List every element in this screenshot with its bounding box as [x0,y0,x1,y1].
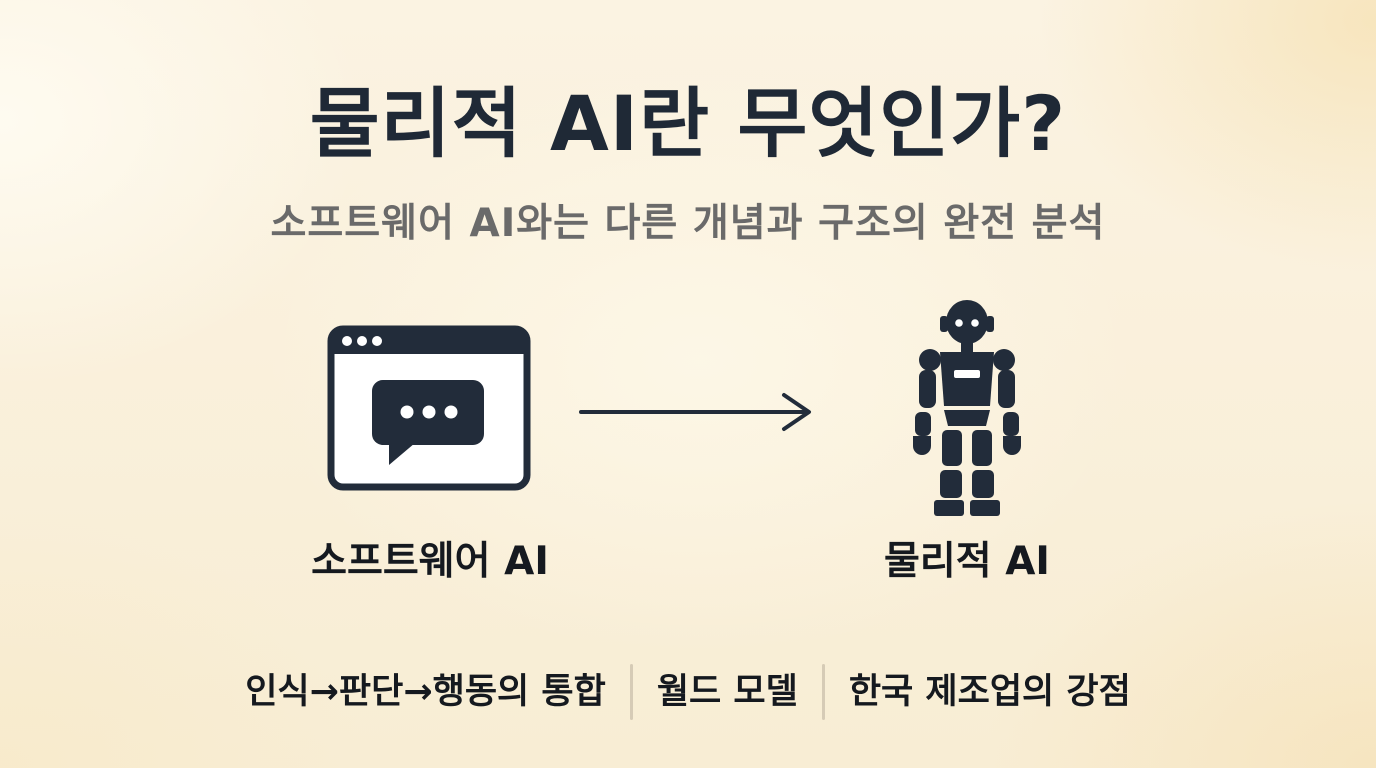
chat-window-icon [327,325,531,491]
arrow-right-icon [579,393,811,431]
page-title: 물리적 AI란 무엇인가? [309,79,1067,168]
keyword-korea-manufacturing: 한국 제조업의 강점 [848,672,1131,712]
physical-ai-label: 물리적 AI [884,539,1050,584]
robot-icon [913,300,1021,516]
keyword-world-model: 월드 모델 [656,672,798,712]
keyword-divider [821,664,825,720]
software-ai-label: 소프트웨어 AI [311,539,549,584]
keyword-divider [629,664,633,720]
keyword-perception-action: 인식→판단→행동의 통합 [245,672,606,712]
page-subtitle: 소프트웨어 AI와는 다른 개념과 구조의 완전 분석 [270,201,1106,246]
keyword-row: 인식→판단→행동의 통합 월드 모델 한국 제조업의 강점 [0,660,1376,724]
